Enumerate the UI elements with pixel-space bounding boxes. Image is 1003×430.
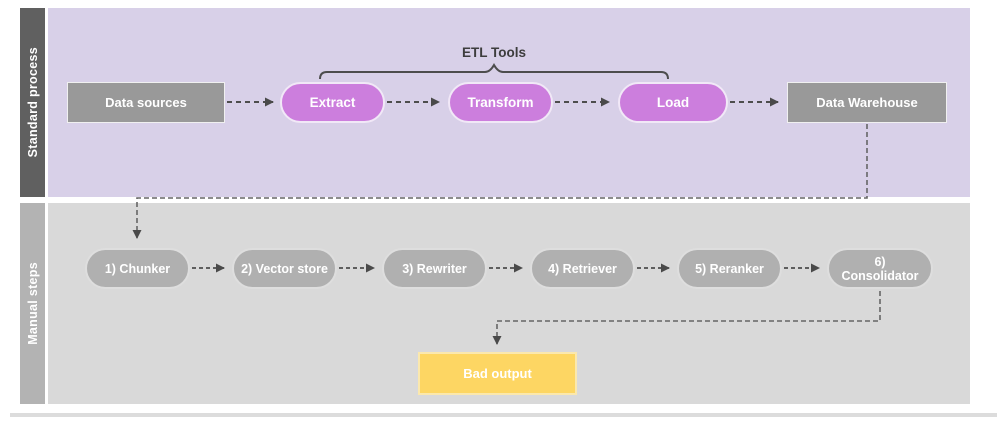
- node-data-warehouse: Data Warehouse: [787, 82, 947, 123]
- lane-header-standard-process: Standard process: [20, 8, 45, 197]
- node-load: Load: [618, 82, 728, 123]
- node-transform: Transform: [448, 82, 553, 123]
- lane-label-standard-process: Standard process: [25, 47, 40, 158]
- lane-header-manual-steps: Manual steps: [20, 203, 45, 404]
- node-step-rewriter: 3) Rewriter: [382, 248, 487, 289]
- bottom-divider: [10, 413, 997, 417]
- node-bad-output: Bad output: [418, 352, 577, 395]
- node-step-chunker: 1) Chunker: [85, 248, 190, 289]
- node-step-consolidator: 6) Consolidator: [827, 248, 933, 289]
- node-step-retriever: 4) Retriever: [530, 248, 635, 289]
- node-step-vector-store: 2) Vector store: [232, 248, 337, 289]
- lane-label-manual-steps: Manual steps: [25, 262, 40, 345]
- etl-tools-label: ETL Tools: [462, 45, 526, 60]
- node-data-sources: Data sources: [67, 82, 225, 123]
- node-extract: Extract: [280, 82, 385, 123]
- node-step-reranker: 5) Reranker: [677, 248, 782, 289]
